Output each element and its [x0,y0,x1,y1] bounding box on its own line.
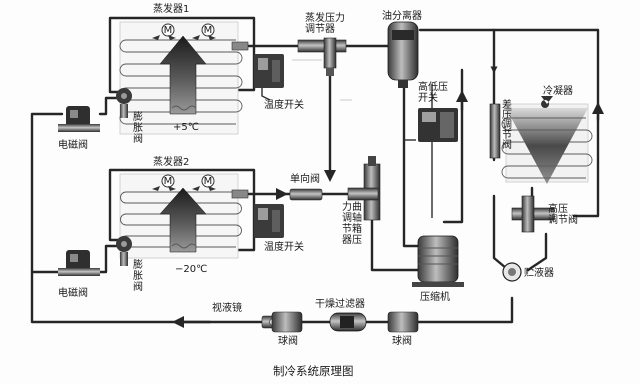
evaporator-pressure-regulator [297,37,347,76]
fan-motor-symbol: M [204,25,213,36]
label-ball-valve-1: 球阀 [278,334,298,347]
label-evaporator-2: 蒸发器2 [153,155,189,168]
label-evaporator-pressure-regulator: 蒸发压力调节器 [305,11,345,35]
airflow-arrow-2 [159,187,207,253]
label-sight-glass: 视液镜 [212,301,242,314]
airflow-arrow-condenser [506,108,588,184]
ball-valve-1 [271,311,303,333]
label-temperature-switch-1: 温度开关 [264,98,304,111]
fan-motor-symbol: M [164,176,173,187]
label-oil-separator: 油分离器 [382,9,422,22]
fan-motor-symbol: M [204,176,213,187]
label-crankcase-pressure-regulator: 力曲调轴节箱器压 [342,200,362,246]
solenoid-valve-1 [58,106,100,132]
fan-motor-icon [161,23,175,37]
label-evaporator-1: 蒸发器1 [153,2,189,15]
compressor [412,235,464,287]
piping [30,16,604,328]
condenser [501,96,593,184]
label-filter-drier: 干燥过滤器 [315,297,365,310]
solenoid-valve-2 [58,250,100,276]
label-differential-pressure-regulator: 差压调节阀 [502,98,512,151]
receiver [502,262,522,282]
label-expansion-valve-2: 膨胀阀 [133,258,143,293]
temperature-switch-2 [254,204,284,238]
label-check-valve: 单向阀 [290,172,320,185]
label-compressor: 压缩机 [420,290,450,303]
ball-valve-2 [387,311,419,333]
liquid-line-bottom [30,112,514,324]
expansion-valve-1 [116,88,132,118]
fan-motor-symbol: M [164,25,173,36]
label-high-low-pressure-switch: 高低压开关 [418,80,448,104]
label-receiver: 贮液器 [524,266,554,279]
condenser-fan-icon [541,96,553,108]
oil-separator [387,21,419,88]
high-low-pressure-switch [418,108,458,142]
figure-caption: 制冷系统原理图 [273,364,354,378]
label-expansion-valve-1: 膨胀阀 [133,110,143,145]
label-ball-valve-2: 球阀 [392,334,412,347]
high-pressure-regulator [511,195,555,233]
fan-motor-icon [201,174,215,188]
evaporator-2: M M [119,173,249,259]
label-condenser: 冷凝器 [543,84,573,97]
temperature-switch-1 [254,54,284,101]
airflow-arrow-1 [159,35,207,115]
fan-motor-icon [161,174,175,188]
label-temp-plus5: +5℃ [173,122,199,133]
crankcase-pressure-regulator [347,156,381,221]
evaporator-1: M M [119,21,249,135]
label-solenoid-valve-1: 电磁阀 [58,138,88,151]
differential-pressure-regulator [489,103,501,159]
label-solenoid-valve-2: 电磁阀 [58,286,88,299]
labels: 蒸发器1 蒸发器2 蒸发压力调节器 油分离器 温度开关 温度开关 膨胀阀 膨胀阀… [58,2,578,378]
filter-drier [329,312,367,332]
label-high-pressure-regulator: 高压调节阀 [548,202,578,226]
fan-motor-icon [201,23,215,37]
expansion-valve-2 [116,236,132,266]
label-temperature-switch-2: 温度开关 [264,240,304,253]
label-temp-minus20: −20℃ [175,264,207,275]
check-valve [289,188,323,201]
